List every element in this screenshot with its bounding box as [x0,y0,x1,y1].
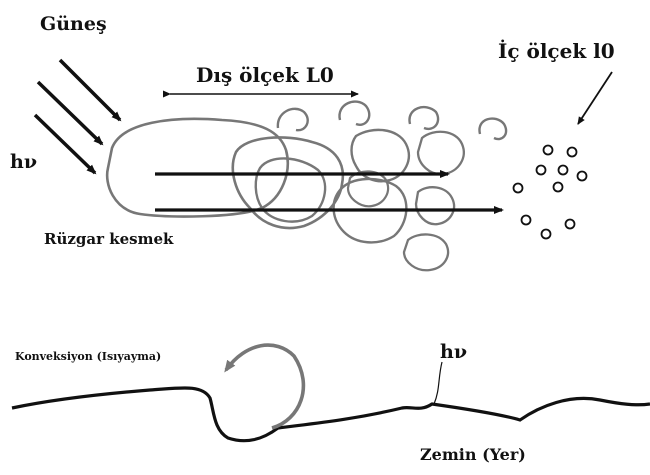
medium-eddy [256,158,325,221]
curl-eddy [278,109,308,130]
inner-scale-particles [514,146,587,239]
curl-eddy [479,119,506,140]
particle [514,184,523,193]
outer-scale-label: Dış ölçek L0 [196,63,334,87]
convection-loop [226,345,303,428]
hv-ground-pointer [434,362,442,404]
small-eddy [416,187,454,224]
particle [578,172,587,181]
particle [559,166,568,175]
particle [537,166,546,175]
small-eddy [404,234,448,270]
small-eddy [418,132,464,174]
particle [568,148,577,157]
curl-eddy [409,107,438,129]
particle [522,216,531,225]
ground-line [12,388,650,441]
curl-eddies [278,102,506,139]
curl-eddy [339,102,369,125]
hv-ground-label: hν [440,341,467,363]
inner-scale-arrow [578,72,612,124]
particle [566,220,575,229]
particle [544,146,553,155]
sun-ray [35,115,95,173]
sun-label: Güneş [40,13,107,35]
sun-rays [35,60,120,173]
ground-label: Zemin (Yer) [420,445,526,464]
hv-top-label: hν [10,151,37,173]
particle [542,230,551,239]
particle [554,183,563,192]
inner-scale-label: İç ölçek l0 [498,39,615,63]
convection-label: Konveksiyon (Isıyayma) [15,350,161,363]
medium-eddy [348,171,388,206]
medium-eddy [233,137,343,228]
wind-shear-label: Rüzgar kesmek [44,230,174,248]
